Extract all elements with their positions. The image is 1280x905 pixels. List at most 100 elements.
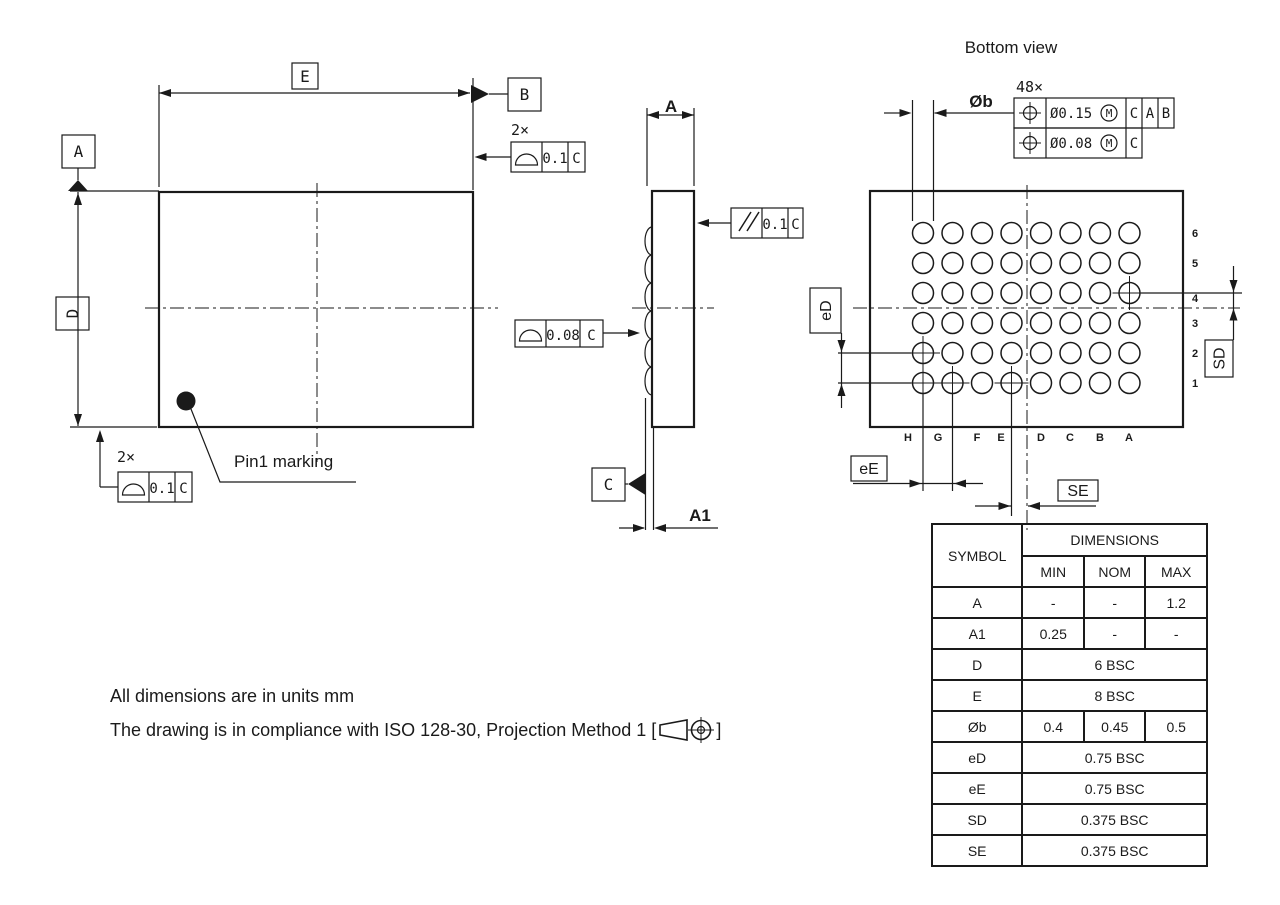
svg-text:M: M	[1106, 137, 1113, 150]
note-units-text: All dimensions are in units mm	[110, 686, 355, 706]
col-label-G: G	[934, 432, 943, 444]
dim-box-eD	[809, 287, 842, 334]
count-label-bottom: 2×	[117, 448, 135, 466]
side-ball	[644, 254, 653, 284]
dim-box-SE	[1057, 479, 1099, 502]
ball-diameter-label: Øb	[969, 92, 993, 111]
svg-text:0.1: 0.1	[542, 151, 567, 167]
ball-F2	[970, 341, 994, 365]
row-label-2: 2	[1192, 348, 1198, 360]
dim-label-A1: A1	[689, 506, 711, 525]
ball-E5	[1000, 251, 1023, 275]
package-outline-side	[650, 189, 696, 429]
row-label-5: 5	[1192, 258, 1198, 270]
svg-text:C: C	[791, 217, 799, 233]
svg-text:C: C	[1130, 136, 1138, 152]
ball-D1	[1029, 371, 1053, 395]
table-header-max: MAX	[1144, 555, 1208, 588]
mmc-modifier-icon: M	[1100, 104, 1118, 122]
datum-a-triangle	[68, 180, 88, 191]
ball-H6	[911, 221, 935, 245]
flatness-icon	[518, 329, 543, 342]
fcf-flatness-top: 0.1 C	[474, 141, 586, 173]
bottom-view-title: Bottom view	[965, 38, 1058, 57]
fcf-position-2: Ø0.08 M C	[1013, 127, 1143, 159]
table-row: A - - 1.2	[930, 586, 1208, 619]
svg-text:0.1: 0.1	[149, 481, 174, 497]
side-ball	[644, 226, 653, 256]
svg-text:M: M	[1106, 107, 1113, 120]
ball-H5	[911, 251, 935, 275]
parallelism-icon	[738, 211, 760, 232]
ball-grid	[906, 221, 1147, 400]
flatness-icon	[514, 153, 539, 166]
dim-box-D	[55, 296, 90, 331]
datum-b-box	[507, 77, 542, 112]
side-ball	[644, 338, 653, 368]
ball-C2	[1059, 341, 1082, 365]
dimensions-table: SYMBOL DIMENSIONS MIN NOM MAX A - - 1.2 …	[930, 523, 1208, 867]
table-row: eD 0.75 BSC	[930, 741, 1208, 774]
table-row: E 8 BSC	[930, 679, 1208, 712]
ball-G4	[941, 281, 964, 305]
ball-C3	[1059, 311, 1082, 335]
ball-A6	[1118, 221, 1141, 245]
col-label-F: F	[974, 432, 981, 444]
svg-text:C: C	[1130, 106, 1138, 122]
package-outline-top	[157, 190, 475, 429]
col-label-E: E	[997, 432, 1004, 444]
svg-text:B: B	[1162, 106, 1170, 122]
bottom-view: Bottom view Øb 48× Ø0.15	[809, 38, 1242, 530]
mmc-modifier-icon: M	[1100, 134, 1118, 152]
row-label-3: 3	[1192, 318, 1198, 330]
col-label-A: A	[1125, 432, 1133, 444]
dim-box-eE	[850, 455, 888, 482]
pin1-leader	[190, 408, 356, 483]
ball-C1	[1059, 371, 1082, 395]
fcf-flatness-side: 0.08 C	[514, 319, 640, 348]
ball-F1	[970, 371, 994, 395]
pin1-dot	[176, 391, 196, 411]
svg-text:C: C	[587, 328, 595, 344]
bracket-open: [	[651, 720, 657, 740]
col-label-H: H	[904, 432, 912, 444]
table-row: D 6 BSC	[930, 648, 1208, 681]
ball-D6	[1029, 221, 1053, 245]
svg-text:0.1: 0.1	[762, 217, 787, 233]
bracket-close: ]	[716, 720, 722, 740]
ball-D4	[1029, 281, 1053, 305]
table-header-symbol: SYMBOL	[930, 523, 1024, 588]
pin1-label: Pin1 marking	[234, 452, 333, 471]
ball-B6	[1088, 221, 1112, 245]
dim-label-D: D	[63, 309, 82, 319]
table-row: Øb 0.4 0.45 0.5	[930, 710, 1208, 743]
ball-D2	[1029, 341, 1053, 365]
dim-label-SE: SE	[1067, 483, 1088, 500]
ball-H4	[911, 281, 935, 305]
ball-E4	[1000, 281, 1023, 305]
ball-B4	[1088, 281, 1112, 305]
col-label-B: B	[1096, 432, 1104, 444]
dim-label-SD: SD	[1212, 347, 1229, 369]
row-label-1: 1	[1192, 378, 1198, 390]
dim-label-eE: eE	[859, 461, 879, 478]
ball-E6	[1000, 221, 1023, 245]
fcf-flatness-bottom: 0.1 C	[117, 471, 193, 503]
note-projection-text: The drawing is in compliance with ISO 12…	[110, 720, 647, 740]
table-header-dimensions: DIMENSIONS	[1021, 523, 1208, 557]
datum-b-label: B	[520, 85, 530, 104]
ball-F5	[970, 251, 994, 275]
position-icon	[1019, 102, 1041, 124]
ball-A2	[1118, 341, 1141, 365]
ball-H3	[911, 311, 935, 335]
note-units: All dimensions are in units mm	[110, 679, 721, 713]
ball-B1	[1088, 371, 1112, 395]
ball-F3	[970, 311, 994, 335]
fcf-parallelism: 0.1 C	[697, 207, 804, 239]
svg-text:Ø0.08: Ø0.08	[1050, 136, 1092, 152]
ball-A3	[1118, 311, 1141, 335]
ball-G3	[941, 311, 964, 335]
plan-view: Pin1 marking E B 2× 0.1 C A	[55, 62, 586, 503]
row-label-4: 4	[1192, 293, 1199, 305]
